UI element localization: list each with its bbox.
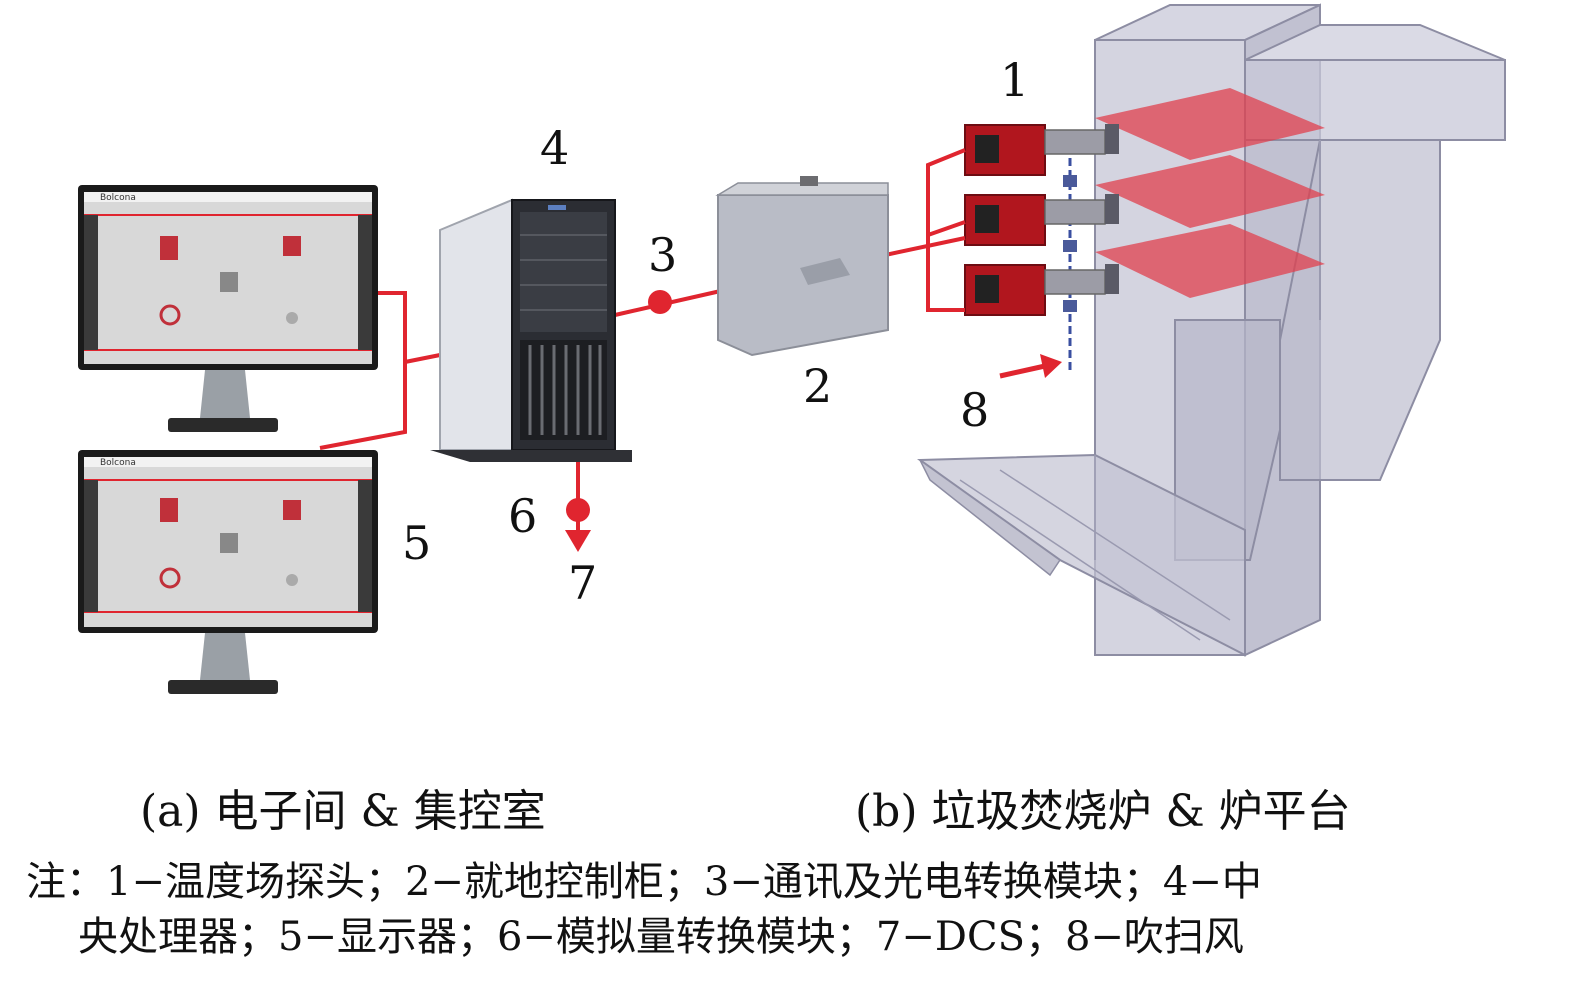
label-purge: 8	[960, 383, 990, 437]
monitor-top: Bolcona	[78, 185, 378, 432]
screen-title-top: Bolcona	[100, 193, 136, 203]
dcs-arrow	[565, 530, 591, 552]
label-dcs: 7	[568, 556, 598, 610]
temperature-probes	[964, 124, 1119, 316]
note-line-2: 央处理器；5−显示器；6−模拟量转换模块；7−DCS；8−吹扫风	[78, 914, 1244, 960]
analog-node	[566, 498, 590, 522]
label-converter: 3	[648, 228, 678, 282]
caption-right: (b) 垃圾焚烧炉 & 炉平台	[855, 786, 1351, 837]
label-cpu: 4	[540, 121, 570, 175]
label-display: 5	[402, 516, 432, 570]
purge-air-pipe	[1063, 158, 1077, 372]
temperature-planes	[1095, 88, 1325, 298]
purge-air-arrow	[999, 354, 1062, 379]
screen-title-bottom: Bolcona	[100, 458, 136, 468]
monitor-bottom: Bolcona	[78, 450, 378, 694]
local-control-cabinet	[715, 176, 889, 357]
central-processor	[430, 198, 632, 462]
incinerator-furnace	[916, 3, 1506, 657]
caption-left: (a) 电子间 & 集控室	[140, 786, 546, 837]
label-cabinet: 2	[803, 359, 833, 413]
probe-middle	[964, 194, 1119, 246]
probe-bottom	[964, 264, 1119, 316]
probe-top	[964, 124, 1119, 176]
label-analog: 6	[508, 489, 538, 543]
note-line-1: 注：1−温度场探头；2−就地控制柜；3−通讯及光电转换模块；4−中	[26, 859, 1262, 905]
label-probe: 1	[1000, 53, 1030, 107]
converter-node	[648, 290, 672, 314]
